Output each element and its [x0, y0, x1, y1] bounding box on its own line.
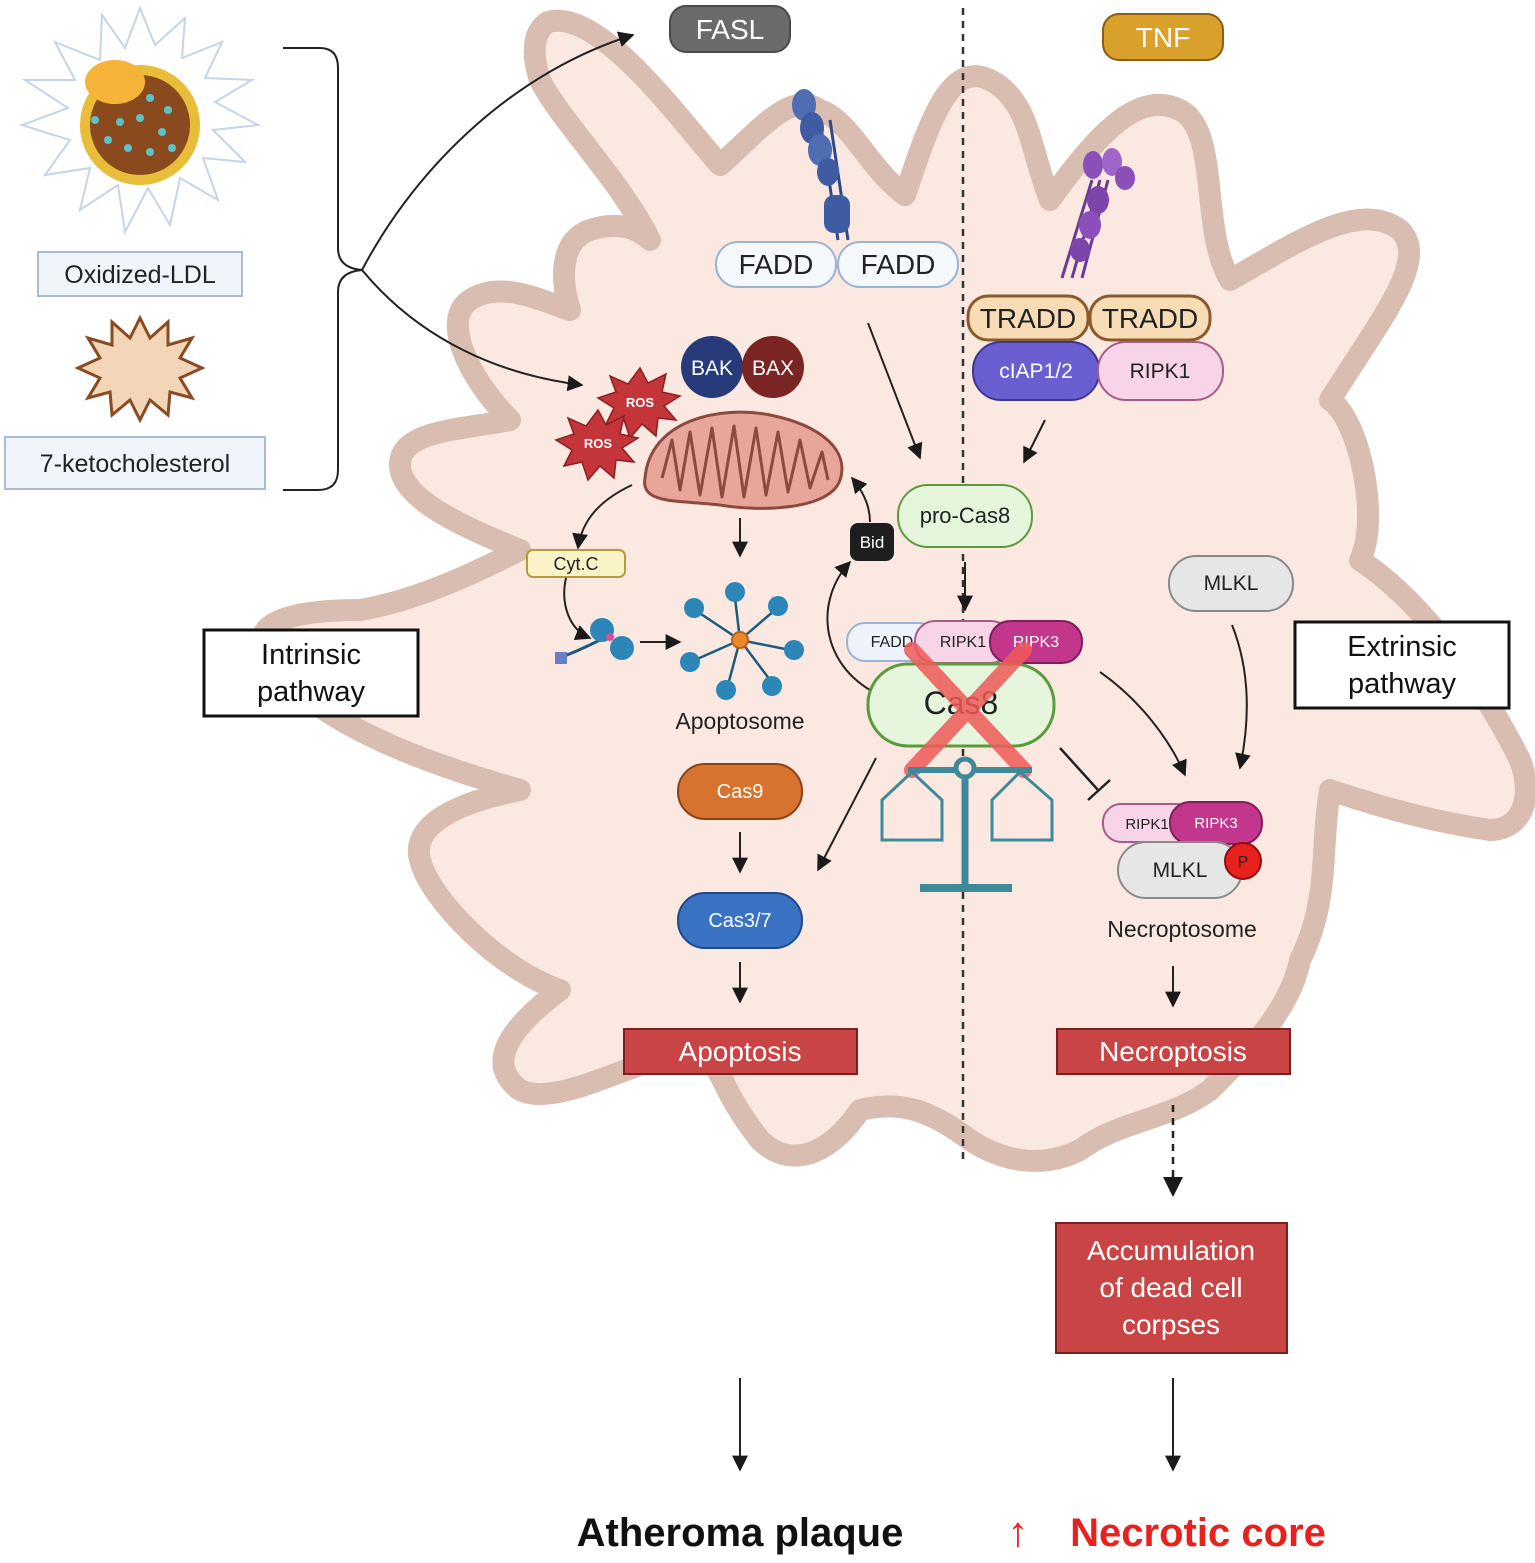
cas9-label: Cas9 — [717, 781, 764, 803]
cytc-box — [526, 549, 626, 578]
arrow-inducer-to-fasl — [361, 31, 635, 271]
arrow-mito-to-cytc — [572, 484, 633, 550]
bid-label: Bid — [860, 533, 885, 552]
bak-protein — [681, 336, 743, 398]
arrow-cas8-to-bid — [826, 560, 871, 691]
arrow-cas8-to-cas37 — [817, 757, 877, 872]
oxidized-ldl-box — [37, 251, 243, 297]
cas37-box — [677, 892, 803, 949]
mlkl-label-necro: MLKL — [1153, 859, 1208, 882]
extrinsic-pathway-box — [1293, 620, 1511, 710]
phospho-badge — [1224, 842, 1262, 880]
apaf1-icon — [555, 618, 634, 664]
necroptosis-box — [1056, 1028, 1291, 1075]
tradd-label-2: TRADD — [1102, 303, 1198, 334]
fas-receptor-icon — [792, 89, 850, 241]
accumulation-line-1: Accumulation — [1087, 1235, 1255, 1266]
tradd-label-1: TRADD — [980, 303, 1076, 334]
tnf-ligand — [1102, 13, 1224, 61]
ros-label-2: ROS — [584, 436, 613, 451]
arrow-fadd-to-procas8 — [867, 322, 923, 460]
extrinsic-pathway-line-1: Extrinsic — [1347, 631, 1457, 663]
ketocholesterol-label: 7-ketocholesterol — [40, 450, 230, 478]
ketocholesterol-box — [4, 436, 266, 490]
arrow-mlkl-to-necroptosome — [1231, 624, 1251, 770]
arrow-cytc-to-apaf — [563, 577, 592, 641]
ketocholesterol-icon — [74, 314, 206, 424]
intrinsic-pathway-box — [202, 628, 420, 718]
tnf-receptor-icon — [1060, 148, 1135, 279]
arrow-ripk1-to-procas8 — [1023, 419, 1046, 464]
extrinsic-pathway-line-2: pathway — [1348, 668, 1457, 700]
procas8-box — [897, 484, 1033, 548]
bid-box — [850, 523, 894, 561]
balance-scale-icon — [880, 756, 1054, 892]
procas8-label: pro-Cas8 — [920, 503, 1010, 528]
arrow-ripk3-to-necroptosome — [1099, 671, 1187, 777]
atheroma-plaque-label: Atheroma plaque — [577, 1511, 904, 1555]
ripk1-box-top — [1097, 341, 1224, 401]
fadd-box-1 — [715, 241, 837, 288]
necroptosis-label: Necroptosis — [1099, 1036, 1247, 1067]
ciap-label: cIAP1/2 — [999, 360, 1073, 383]
intrinsic-pathway-line-1: Intrinsic — [261, 639, 361, 671]
fadd-label-2: FADD — [861, 249, 936, 280]
inhibition-cas8-to-necroptosome — [1059, 747, 1111, 801]
apoptosis-box — [623, 1028, 858, 1075]
oxidized-ldl-label: Oxidized-LDL — [64, 261, 216, 289]
ripk1-label-top: RIPK1 — [1130, 360, 1191, 383]
cas9-box — [677, 763, 803, 820]
fadd-label-1: FADD — [739, 249, 814, 280]
mlkl-label-free: MLKL — [1204, 572, 1259, 595]
ripk1-label-necro: RIPK1 — [1125, 816, 1168, 833]
fadd-label-small: FADD — [871, 634, 914, 651]
arrow-bid-to-mito — [850, 476, 871, 523]
arrow-inducer-to-ros — [361, 269, 584, 392]
cas37-label: Cas3/7 — [708, 910, 771, 932]
mlkl-box-free — [1168, 555, 1294, 612]
apoptosome-icon — [680, 582, 804, 700]
bax-protein — [742, 336, 804, 398]
inducer-bracket — [283, 47, 363, 491]
macrophage-cell — [251, 9, 1535, 1172]
oxidized-ldl-icon — [18, 5, 262, 236]
tradd-box-1 — [966, 294, 1090, 342]
bak-label: BAK — [691, 357, 733, 380]
necroptosome-label: Necroptosome — [1107, 916, 1257, 942]
fadd-box-2 — [837, 241, 959, 288]
intrinsic-pathway-line-2: pathway — [257, 676, 366, 708]
ros-burst-2 — [554, 408, 640, 482]
accumulation-line-3: corpses — [1122, 1309, 1220, 1340]
fasl-label: FASL — [696, 14, 764, 45]
tnf-label: TNF — [1136, 22, 1190, 53]
ros-label-1: ROS — [626, 395, 655, 410]
mitochondrion-icon — [643, 410, 844, 510]
ripk3-label-necro: RIPK3 — [1194, 815, 1237, 832]
necrotic-core-label: Necrotic core — [1070, 1511, 1326, 1555]
fasl-ligand — [669, 5, 791, 53]
apoptosome-label: Apoptosome — [675, 708, 804, 734]
tradd-box-2 — [1088, 294, 1212, 342]
accumulation-box — [1055, 1222, 1288, 1354]
necrotic-increase-arrow: ↑ — [1008, 1508, 1029, 1555]
bax-label: BAX — [752, 357, 794, 380]
cas8-inhibition-cross-icon — [904, 642, 1032, 778]
apoptosis-label: Apoptosis — [679, 1036, 802, 1067]
accumulation-line-2: of dead cell — [1099, 1272, 1242, 1303]
phospho-label: P — [1238, 854, 1249, 871]
cytc-label: Cyt.C — [554, 554, 599, 574]
ripk1-label-center: RIPK1 — [940, 634, 986, 651]
